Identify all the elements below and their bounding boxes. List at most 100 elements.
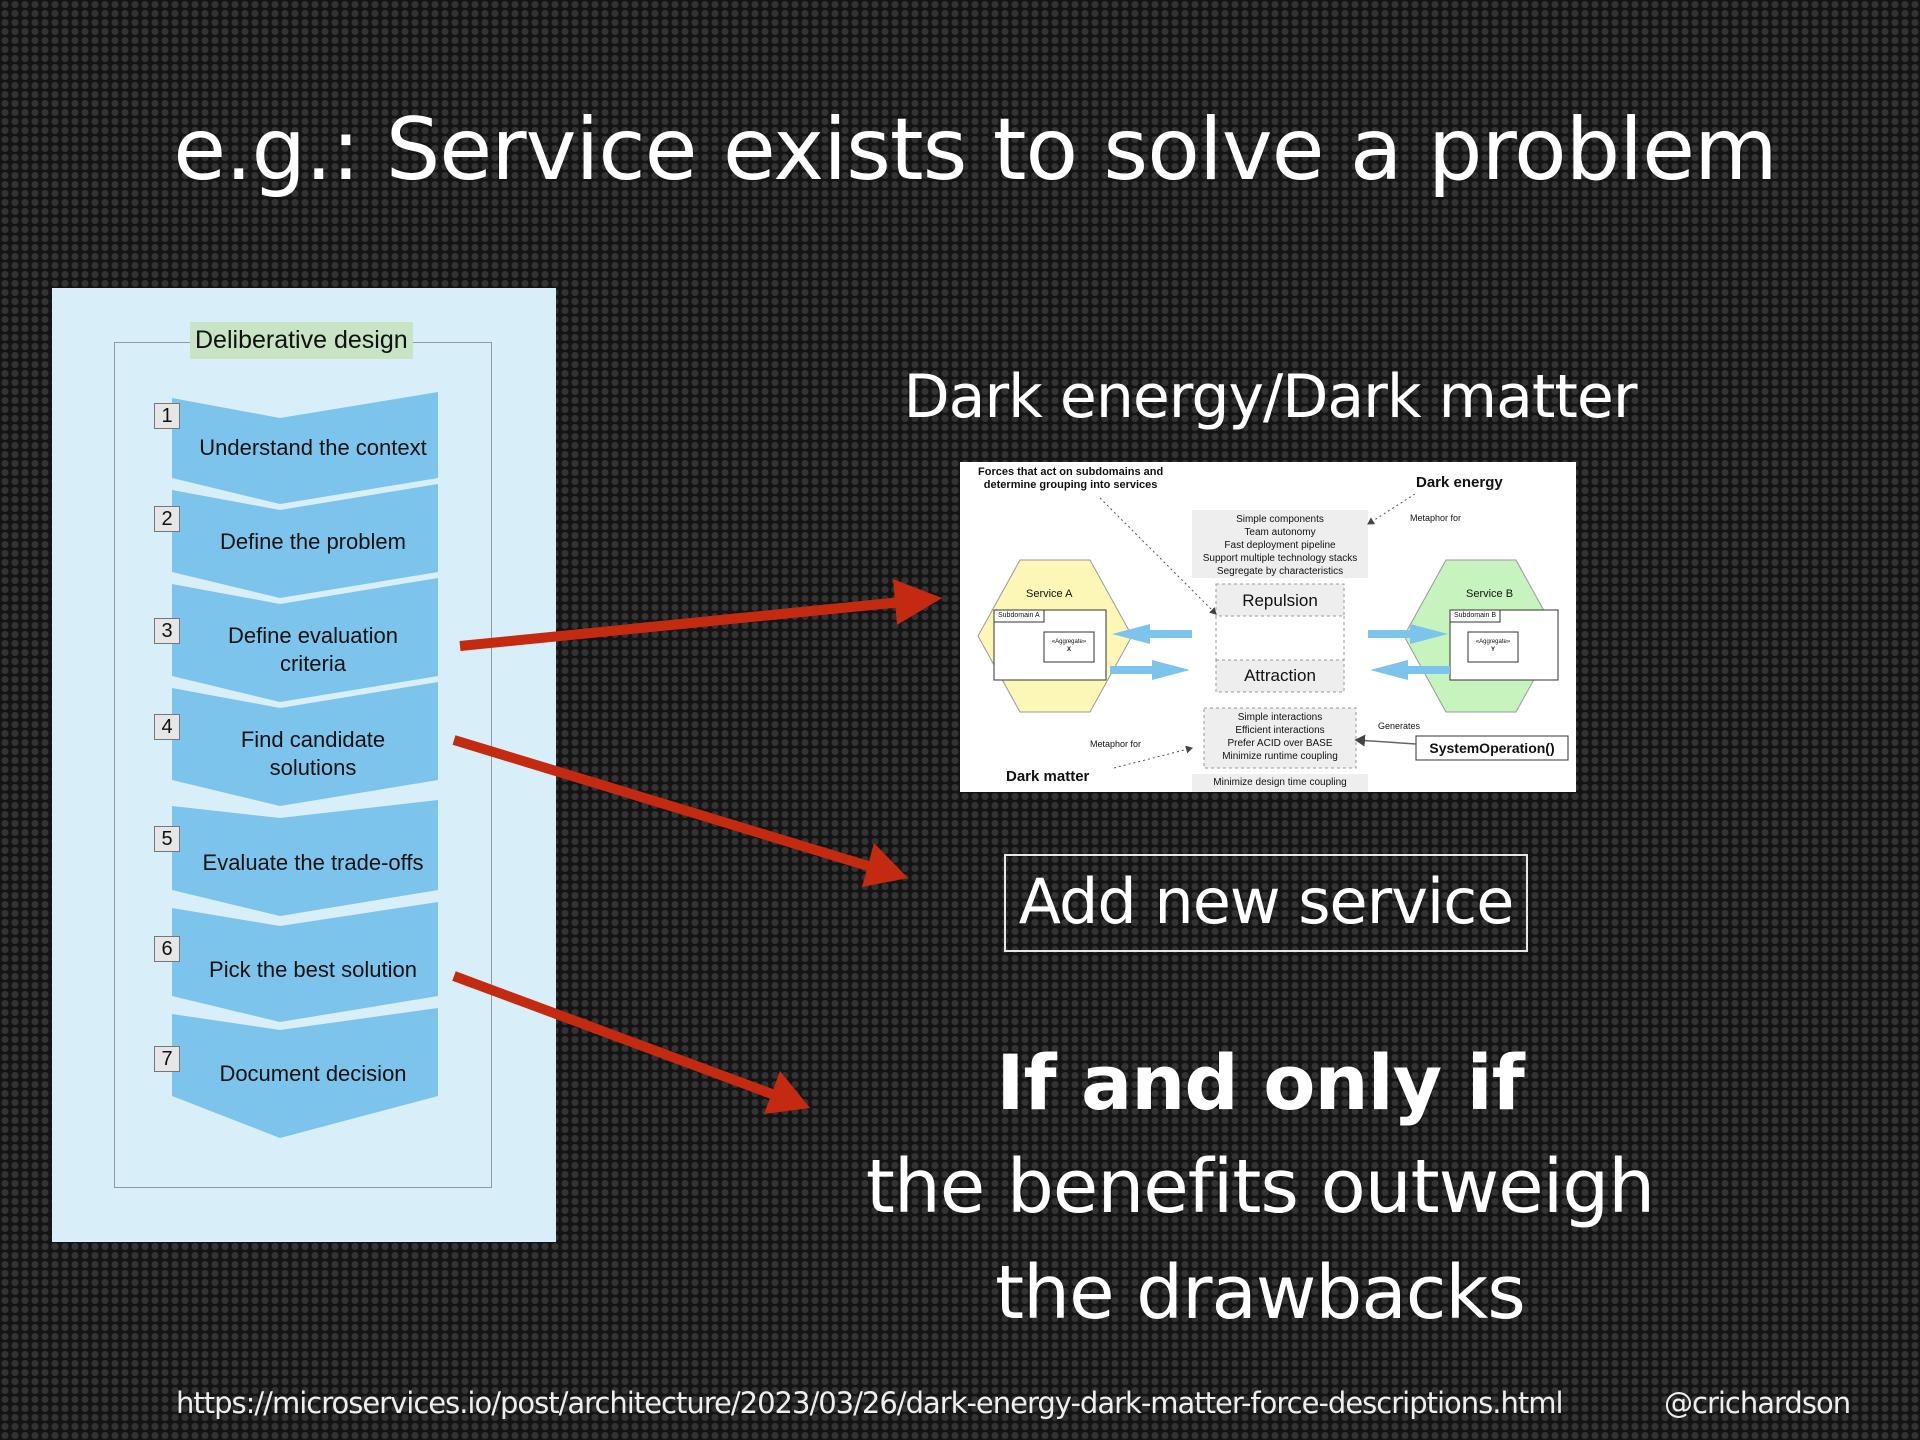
energy-item-2: Team autonomy (1244, 527, 1316, 538)
aggregate-a-stereotype: «Aggregate» (1051, 639, 1087, 645)
deliberative-design-panel: Deliberative design 1 Understand the con… (52, 288, 556, 1242)
energy-item-3: Fast deployment pipeline (1224, 540, 1336, 551)
generates-label: Generates (1378, 721, 1421, 731)
attraction-arrow-right (1370, 660, 1450, 680)
step-5-number: 5 (154, 826, 180, 852)
matter-item-4: Minimize runtime coupling (1222, 751, 1338, 762)
dark-energy-diagram: Forces that act on subdomains and determ… (960, 462, 1576, 792)
step-2-label-line1: Define the problem (220, 529, 406, 554)
step-7-number: 7 (154, 1046, 180, 1072)
step-2-chevron (172, 484, 438, 598)
step-3-label-line1: Define evaluation (227, 623, 398, 648)
energy-item-1: Simple components (1236, 514, 1324, 525)
step-6-chevron (172, 902, 438, 1022)
aggregate-b-box (1467, 631, 1519, 663)
subdomain-b-tab (1449, 609, 1501, 623)
step-1-label-line1: Understand the context (199, 435, 427, 460)
aggregate-a-name: X (1066, 647, 1071, 653)
metaphor-bottom-pointer (1113, 745, 1193, 769)
aggregate-b-name: Y (1490, 647, 1495, 653)
arrow-criteria-head (893, 579, 942, 625)
metaphor-bottom-label: Metaphor for (1090, 739, 1142, 749)
dark-energy-items: Simple components Team autonomy Fast dep… (1192, 513, 1368, 578)
step-3-label-line2: criteria (279, 651, 346, 676)
step-6-number: 6 (154, 936, 180, 962)
service-b-label: Service B (1466, 588, 1514, 600)
matter-item-2: Efficient interactions (1235, 725, 1325, 736)
forces-caption-line1: Forces that act on subdomains and (978, 466, 1164, 478)
energy-item-5: Segregate by characteristics (1216, 566, 1344, 577)
metaphor-top-label: Metaphor for (1410, 513, 1462, 523)
step-5-label: Evaluate the trade-offs (128, 849, 498, 877)
arrow-solutions-line (452, 735, 870, 871)
repulsion-label: Repulsion (1242, 591, 1318, 610)
generates-arrow (1354, 734, 1417, 747)
step-2-number: 2 (154, 506, 180, 532)
dark-energy-heading: Dark energy/Dark matter (903, 362, 1637, 432)
step-1-number: 1 (154, 403, 180, 429)
design-time-box (1192, 774, 1368, 792)
subdomain-a-tab (993, 609, 1045, 623)
subdomain-b-label: Subdomain B (1454, 612, 1497, 619)
subdomain-a-label: Subdomain A (998, 612, 1040, 619)
dark-energy-box (1192, 510, 1368, 578)
dark-energy-label: Dark energy (1416, 474, 1503, 491)
step-4-number: 4 (154, 714, 180, 740)
process-chevrons (172, 392, 438, 1138)
step-3-label: Define evaluation criteria (128, 622, 498, 678)
dark-matter-label: Dark matter (1006, 768, 1090, 785)
process-title: Deliberative design (190, 322, 413, 359)
design-time-label: Minimize design time coupling (1213, 777, 1347, 788)
step-5-chevron (172, 800, 438, 916)
forces-pointer (1099, 497, 1217, 615)
arrow-solutions-head (862, 843, 908, 887)
aggregate-b-stereotype: «Aggregate» (1475, 639, 1511, 645)
step-4-label-line2: solutions (269, 755, 357, 780)
repulsion-arrow-left (1112, 624, 1192, 644)
step-7-label: Document decision (128, 1060, 498, 1088)
aggregate-a-box (1043, 631, 1095, 663)
forces-caption-line2: determine grouping into services (983, 479, 1158, 491)
benefit-line-1: the benefits outweigh (865, 1144, 1655, 1230)
service-a-label: Service A (1026, 588, 1073, 600)
attraction-arrow-left (1110, 660, 1190, 680)
add-new-service-box: Add new service (1004, 854, 1528, 952)
dark-matter-items: Simple interactions Efficient interactio… (1204, 711, 1356, 763)
footer-url: https://microservices.io/post/architectu… (176, 1386, 1564, 1420)
dark-matter-box (1203, 707, 1357, 769)
footer-handle: @crichardson (1664, 1386, 1851, 1420)
aggregate-a-label: «Aggregate» X (1044, 638, 1094, 654)
benefit-line-2: the drawbacks (995, 1250, 1526, 1336)
step-6-label: Pick the best solution (128, 956, 498, 984)
step-1-label: Understand the context (128, 434, 498, 462)
step-7-label-line1: Document decision (219, 1061, 407, 1086)
system-operation-label: SystemOperation() (1429, 740, 1555, 756)
step-1-chevron (172, 392, 438, 504)
step-5-label-line1: Evaluate the trade-offs (202, 850, 424, 875)
slide-title: e.g.: Service exists to solve a problem (173, 100, 1778, 200)
attraction-label: Attraction (1244, 666, 1316, 685)
matter-item-1: Simple interactions (1237, 712, 1323, 723)
repulsion-box (1215, 583, 1345, 617)
arrow-best-solution-line (452, 971, 774, 1099)
step-4-label-line1: Find candidate (240, 727, 386, 752)
step-3-number: 3 (154, 618, 180, 644)
step-4-label: Find candidate solutions (128, 726, 498, 782)
metaphor-top-pointer (1367, 493, 1416, 525)
step-6-label-line1: Pick the best solution (209, 957, 417, 982)
diagram-shapes (977, 493, 1569, 792)
arrow-criteria-line (459, 597, 903, 651)
repulsion-arrow-right (1368, 624, 1448, 644)
step-2-label: Define the problem (128, 528, 498, 556)
if-and-only-if-text: If and only if (996, 1038, 1525, 1127)
arrow-best-solution-head (764, 1071, 810, 1114)
energy-item-4: Support multiple technology stacks (1202, 553, 1358, 564)
system-operation-box (1415, 735, 1569, 761)
step-7-chevron (172, 1008, 438, 1138)
matter-item-3: Prefer ACID over BASE (1227, 738, 1333, 749)
step-4-chevron (172, 682, 438, 806)
forces-caption: Forces that act on subdomains and determ… (978, 466, 1163, 492)
attraction-box (1215, 659, 1345, 693)
step-3-chevron (172, 578, 438, 702)
